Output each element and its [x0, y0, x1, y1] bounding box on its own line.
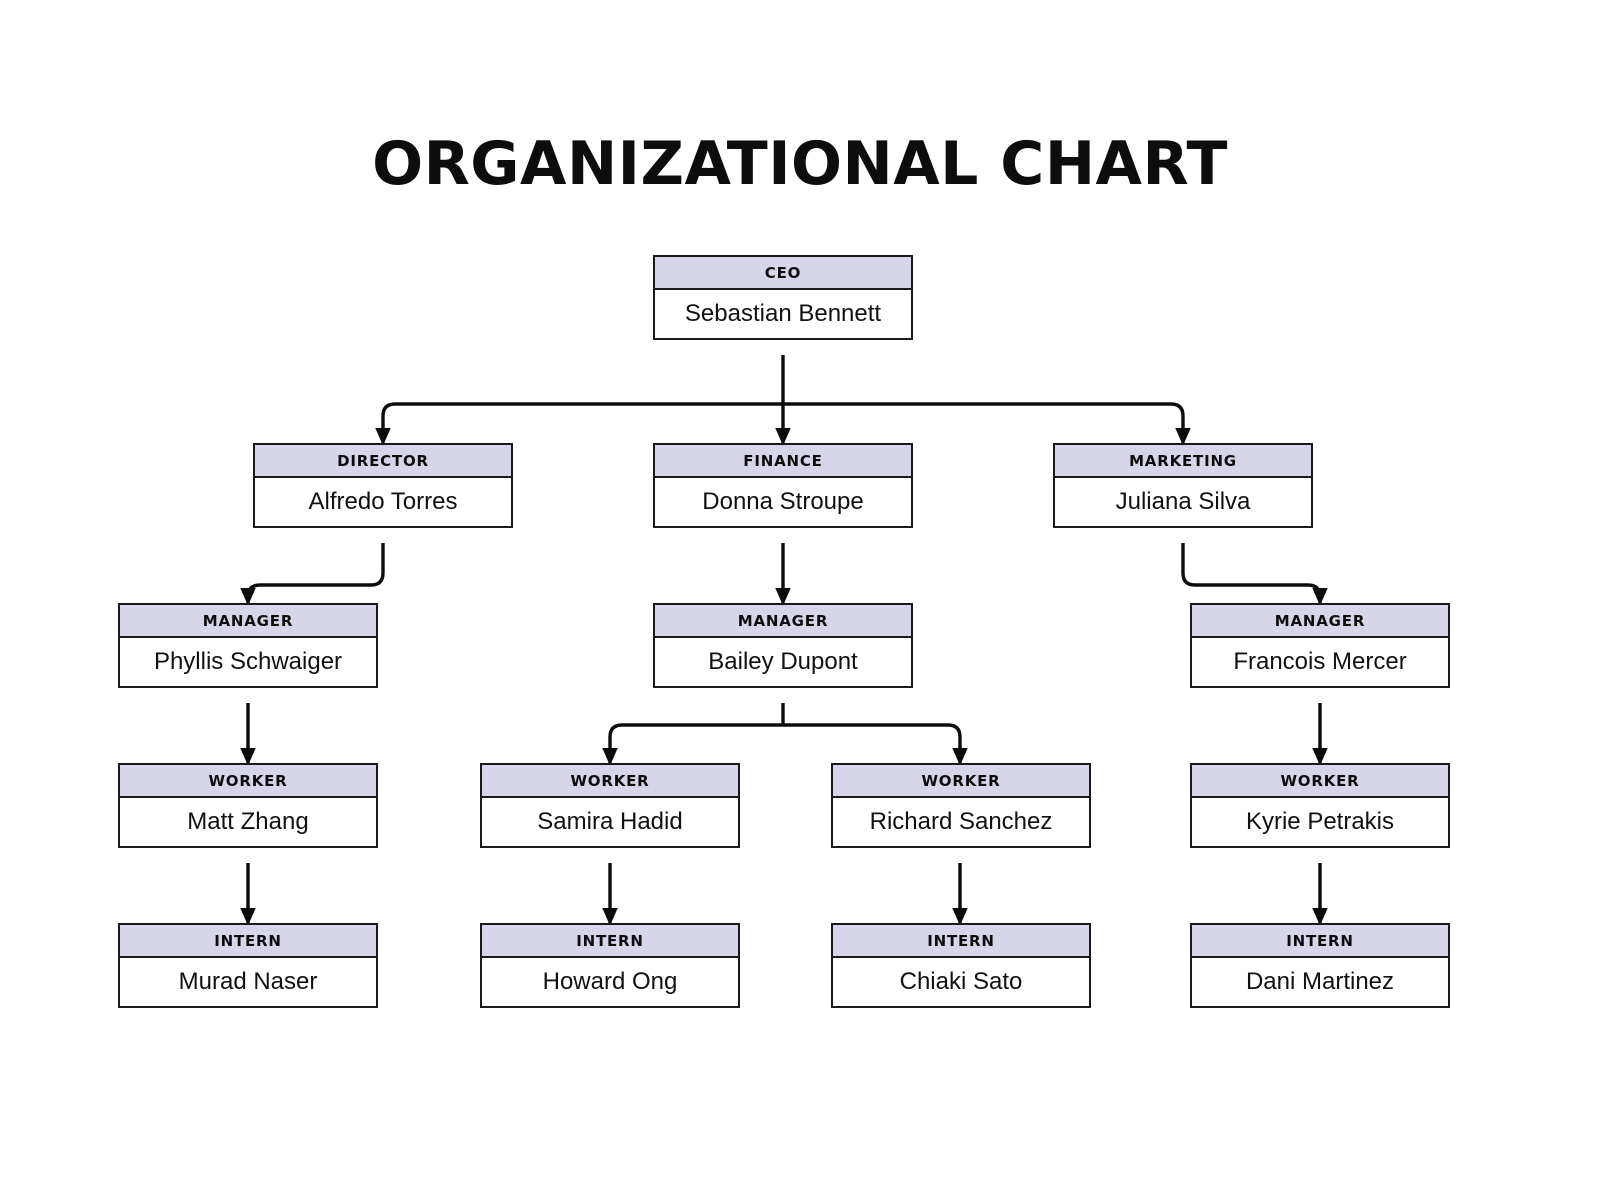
org-node-name: Samira Hadid: [482, 798, 738, 846]
edge-manager-2-bus: [602, 723, 968, 766]
org-node-name: Francois Mercer: [1192, 638, 1448, 686]
org-node-role: MANAGER: [655, 605, 911, 638]
org-node-role: WORKER: [833, 765, 1089, 798]
org-node-role: MANAGER: [120, 605, 376, 638]
org-node-marketing[interactable]: MARKETING Juliana Silva: [1053, 443, 1313, 528]
org-node-worker-3[interactable]: WORKER Richard Sanchez: [831, 763, 1091, 848]
org-node-worker-4[interactable]: WORKER Kyrie Petrakis: [1190, 763, 1450, 848]
org-node-name: Kyrie Petrakis: [1192, 798, 1448, 846]
org-node-role: MARKETING: [1055, 445, 1311, 478]
org-node-worker-1[interactable]: WORKER Matt Zhang: [118, 763, 378, 848]
edge-ceo-bus: [375, 402, 1191, 446]
org-node-role: WORKER: [1192, 765, 1448, 798]
org-node-name: Sebastian Bennett: [655, 290, 911, 338]
org-node-intern-3[interactable]: INTERN Chiaki Sato: [831, 923, 1091, 1008]
org-node-worker-2[interactable]: WORKER Samira Hadid: [480, 763, 740, 848]
org-node-manager-1[interactable]: MANAGER Phyllis Schwaiger: [118, 603, 378, 688]
org-node-manager-2[interactable]: MANAGER Bailey Dupont: [653, 603, 913, 688]
org-node-role: MANAGER: [1192, 605, 1448, 638]
org-node-name: Juliana Silva: [1055, 478, 1311, 526]
org-node-name: Murad Naser: [120, 958, 376, 1006]
org-node-name: Dani Martinez: [1192, 958, 1448, 1006]
org-node-name: Richard Sanchez: [833, 798, 1089, 846]
org-node-role: WORKER: [120, 765, 376, 798]
org-node-director[interactable]: DIRECTOR Alfredo Torres: [253, 443, 513, 528]
org-node-manager-3[interactable]: MANAGER Francois Mercer: [1190, 603, 1450, 688]
org-node-role: INTERN: [1192, 925, 1448, 958]
org-node-name: Phyllis Schwaiger: [120, 638, 376, 686]
org-node-role: INTERN: [120, 925, 376, 958]
org-node-name: Howard Ong: [482, 958, 738, 1006]
org-node-finance[interactable]: FINANCE Donna Stroupe: [653, 443, 913, 528]
org-node-intern-1[interactable]: INTERN Murad Naser: [118, 923, 378, 1008]
org-node-ceo[interactable]: CEO Sebastian Bennett: [653, 255, 913, 340]
org-node-role: DIRECTOR: [255, 445, 511, 478]
org-node-name: Bailey Dupont: [655, 638, 911, 686]
org-node-role: CEO: [655, 257, 911, 290]
org-node-name: Matt Zhang: [120, 798, 376, 846]
edge-director-to-manager-1: [240, 543, 385, 606]
org-node-intern-4[interactable]: INTERN Dani Martinez: [1190, 923, 1450, 1008]
org-node-name: Donna Stroupe: [655, 478, 911, 526]
org-node-role: FINANCE: [655, 445, 911, 478]
org-node-role: WORKER: [482, 765, 738, 798]
org-node-name: Chiaki Sato: [833, 958, 1089, 1006]
org-node-intern-2[interactable]: INTERN Howard Ong: [480, 923, 740, 1008]
edge-marketing-to-manager-3: [1181, 543, 1328, 606]
page-title: ORGANIZATIONAL CHART: [372, 129, 1228, 199]
org-node-role: INTERN: [482, 925, 738, 958]
org-node-role: INTERN: [833, 925, 1089, 958]
org-node-name: Alfredo Torres: [255, 478, 511, 526]
